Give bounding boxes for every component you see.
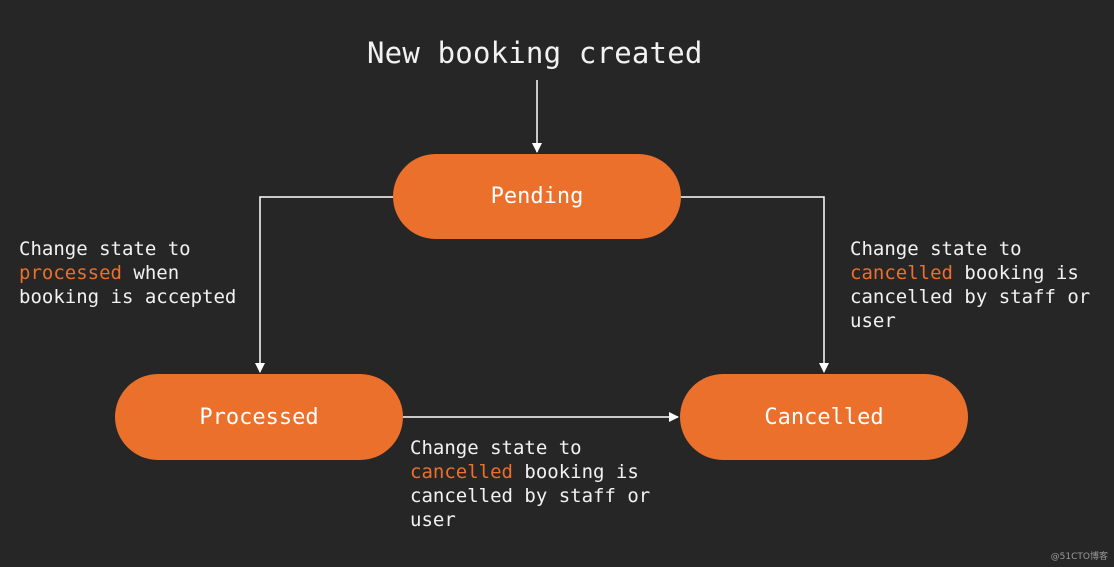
edge-label-line: cancelled by staff or bbox=[410, 485, 651, 507]
node-pending[interactable]: Pending bbox=[393, 154, 681, 239]
edge-label-text: when bbox=[121, 262, 180, 284]
edge-label-line: cancelled booking is bbox=[850, 261, 1090, 285]
node-cancelled[interactable]: Cancelled bbox=[680, 374, 968, 460]
edge-label-highlight: cancelled bbox=[850, 262, 953, 284]
edge-label-text: booking is bbox=[952, 262, 1079, 284]
node-processed-label: Processed bbox=[199, 404, 319, 430]
edge-label-text: booking is bbox=[512, 461, 639, 483]
edge-label-line: user bbox=[850, 310, 896, 332]
edge-label-line: processed when bbox=[19, 261, 236, 285]
watermark: @51CTO博客 bbox=[1050, 552, 1108, 562]
edge-label-highlight: processed bbox=[19, 262, 122, 284]
arrow-pending-to-processed bbox=[255, 196, 393, 373]
edge-label-line: Change state to bbox=[850, 238, 1022, 260]
arrow-pending-to-cancelled bbox=[681, 196, 829, 373]
edge-label-line: user bbox=[410, 509, 456, 531]
edge-label-line: cancelled booking is bbox=[410, 460, 650, 484]
edge-label-to-processed: Change state to processed when booking i… bbox=[19, 237, 236, 309]
edge-label-line: Change state to bbox=[410, 437, 582, 459]
edge-label-line: Change state to bbox=[19, 238, 191, 260]
node-processed[interactable]: Processed bbox=[115, 374, 403, 460]
edge-label-line: booking is accepted bbox=[19, 286, 237, 308]
diagram-title: New booking created bbox=[367, 36, 703, 70]
node-cancelled-label: Cancelled bbox=[764, 404, 884, 430]
edge-label-line: cancelled by staff or bbox=[850, 286, 1091, 308]
edge-label-processed-to-cancelled: Change state to cancelled booking is can… bbox=[410, 436, 650, 532]
edge-label-highlight: cancelled bbox=[410, 461, 513, 483]
edge-label-pending-to-cancelled: Change state to cancelled booking is can… bbox=[850, 237, 1090, 333]
node-pending-label: Pending bbox=[490, 184, 584, 209]
